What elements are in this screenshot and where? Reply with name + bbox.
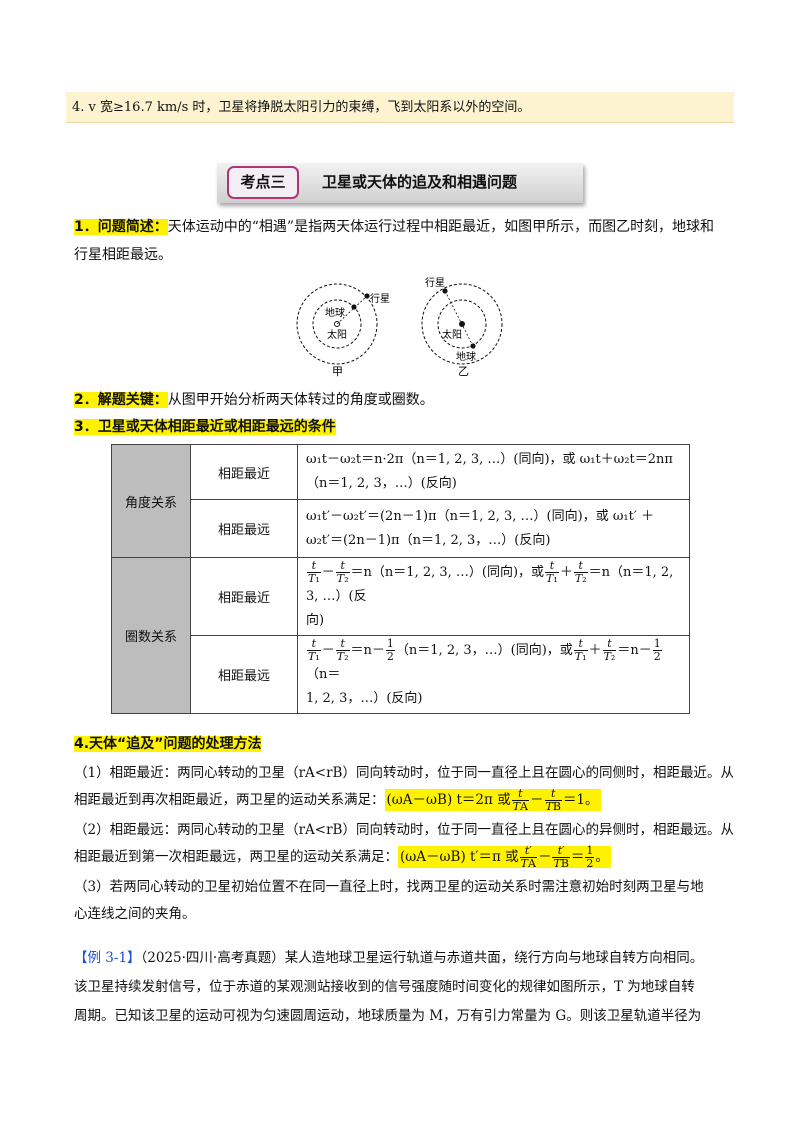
circle-farthest-text-b: （n＝1, 2, 3，…）(同向)，或 (395, 643, 573, 658)
section-2-heading: 2．解题关键： (74, 392, 168, 408)
section-tag: 考点三 (227, 166, 299, 199)
angle-farthest-line2: ω₂t′＝(2n－1)π（n＝1, 2, 3，…）(反向) (306, 532, 551, 548)
example-line3: 周期。已知该卫星的运动可视为匀速圆周运动，地球质量为 M，万有引力常量为 G。则… (74, 1008, 702, 1024)
section-4-body: （1）相距最近：两同心转动的卫星（rA<rB）同向转动时，位于同一直径上且在圆心… (74, 760, 746, 928)
sun-dot (334, 321, 340, 327)
label-sun-jia: 太阳 (327, 328, 347, 341)
angle-nearest-line1: ω₁t－ω₂t＝n·2π（n＝1, 2, 3, …）(同向)，或 ω₁t＋ω₂t… (306, 452, 673, 467)
circle-farthest-text-a: ＝n－ (350, 643, 385, 658)
section-4: 4.天体“追及”问题的处理方法 (74, 730, 744, 758)
section-1-text-cont: 行星相距最远。 (74, 247, 172, 263)
caption-yi: 乙 (458, 365, 469, 378)
p2-text: 相距最近到第一次相距最远，两卫星的运动关系满足： (74, 849, 398, 865)
angle-nearest-line2: （n＝1, 2, 3，…）(反向) (306, 476, 457, 491)
p1-formula-b: ＝1。 (562, 792, 599, 808)
label-nearest-2: 相距最近 (190, 557, 298, 636)
label-farthest: 相距最远 (190, 499, 298, 558)
table-row: 相距最远 ω₁t′－ω₂t′＝(2n－1)π（n＝1, 2, 3, …）(同向)… (112, 499, 690, 558)
circle-nearest-text-c: 向) (306, 613, 325, 628)
circle-farthest-text-d: （n＝ (306, 667, 341, 682)
label-sun-yi: 太阳 (442, 328, 462, 341)
circle-farthest-text-e: 1, 2, 3，…）(反向) (306, 691, 423, 706)
section-1-text: 天体运动中的“相遇”是指两天体运行过程中相距最近，如图甲所示，而图乙时刻，地球和 (167, 219, 715, 235)
section-title: 卫星或天体的追及和相遇问题 (322, 173, 518, 191)
p2-formula-c: 。 (595, 849, 609, 865)
figure-jia: 地球 行星 太阳 甲 (296, 283, 390, 378)
section-2: 2．解题关键：从图甲开始分析两天体转过的角度或圈数。 (74, 386, 744, 414)
section-1-heading: 1．问题简述： (74, 219, 168, 235)
p3-line1: （3）若两同心转动的卫星初始位置不在同一直径上时，找两卫星的运动关系时需注意初始… (74, 879, 704, 895)
p1-text: 相距最近到再次相距最近，两卫星的运动关系满足： (74, 792, 385, 808)
angle-farthest-line1: ω₁t′－ω₂t′＝(2n－1)π（n＝1, 2, 3, …）(同向)，或 ω₁… (306, 508, 654, 524)
p2-line1: （2）相距最远：两同心转动的卫星（rA<rB）同向转动时，位于同一直径上且在圆心… (74, 822, 734, 838)
example-3-1: 【例 3-1】（2025·四川·高考真题）某人造地球卫星运行轨道与赤道共面，绕行… (74, 944, 746, 1031)
example-line2: 该卫星持续发射信号，位于赤道的某观测站接收到的信号强度随时间变化的规律如图所示，… (74, 979, 695, 995)
section-2-text: 从图甲开始分析两天体转过的角度或圈数。 (167, 392, 434, 408)
example-tag: 【例 3-1】 (74, 950, 141, 966)
top-note: 4. v 宽≥16.7 km/s 时，卫星将挣脱太阳引力的束缚，飞到太阳系以外的… (66, 92, 734, 123)
angle-nearest-cell: ω₁t－ω₂t＝n·2π（n＝1, 2, 3, …）(同向)，或 ω₁t＋ω₂t… (297, 444, 690, 500)
figure-yi: 行星 太阳 地球 乙 (421, 276, 503, 378)
example-line1: （2025·四川·高考真题）某人造地球卫星运行轨道与赤道共面，绕行方向与地球自转… (140, 950, 704, 966)
conditions-table: 角度关系 相距最近 ω₁t－ω₂t＝n·2π（n＝1, 2, 3, …）(同向)… (111, 444, 690, 714)
label-planet-yi: 行星 (425, 276, 445, 289)
planet-dot-yi (442, 288, 448, 294)
section-4-heading: 4.天体“追及”问题的处理方法 (74, 736, 262, 752)
section-1: 1．问题简述：天体运动中的“相遇”是指两天体运行过程中相距最近，如图甲所示，而图… (74, 213, 744, 269)
p2-formula-b: ＝ (570, 849, 585, 865)
section-3: 3．卫星或天体相距最近或相距最远的条件 (74, 413, 744, 441)
label-farthest-2: 相距最远 (190, 635, 298, 714)
earth-dot (351, 304, 357, 310)
orbit-figure: 地球 行星 太阳 甲 行星 太阳 地球 乙 (296, 276, 503, 378)
p1-formula-a: (ωA－ωB) t＝2π 或 (386, 792, 511, 808)
label-planet-jia: 行星 (370, 292, 390, 305)
circle-nearest-text-a: ＝n（n＝1, 2, 3, …）(同向)，或 (350, 565, 545, 580)
group-circle: 圈数关系 (111, 557, 191, 714)
circle-nearest-text-b: ＝n（n＝1, 2, 3, …）(反 (306, 565, 674, 604)
section-3-heading: 3．卫星或天体相距最近或相距最远的条件 (74, 419, 336, 435)
p2-formula-a: (ωA－ωB) t′＝π 或 (400, 849, 519, 865)
caption-jia: 甲 (332, 365, 343, 378)
label-earth-yi: 地球 (456, 350, 476, 363)
group-angle: 角度关系 (111, 444, 191, 558)
p1-line1: （1）相距最近：两同心转动的卫星（rA<rB）同向转动时，位于同一直径上且在圆心… (74, 765, 734, 781)
label-nearest: 相距最近 (190, 444, 298, 500)
table-row: 角度关系 相距最近 ω₁t－ω₂t＝n·2π（n＝1, 2, 3, …）(同向)… (111, 444, 690, 558)
circle-farthest-text-c: ＝n－ (617, 643, 652, 658)
p3-line2: 心连线之间的夹角。 (74, 906, 196, 922)
label-earth-jia: 地球 (325, 306, 345, 319)
angle-farthest-cell: ω₁t′－ω₂t′＝(2n－1)π（n＝1, 2, 3, …）(同向)，或 ω₁… (297, 499, 690, 558)
